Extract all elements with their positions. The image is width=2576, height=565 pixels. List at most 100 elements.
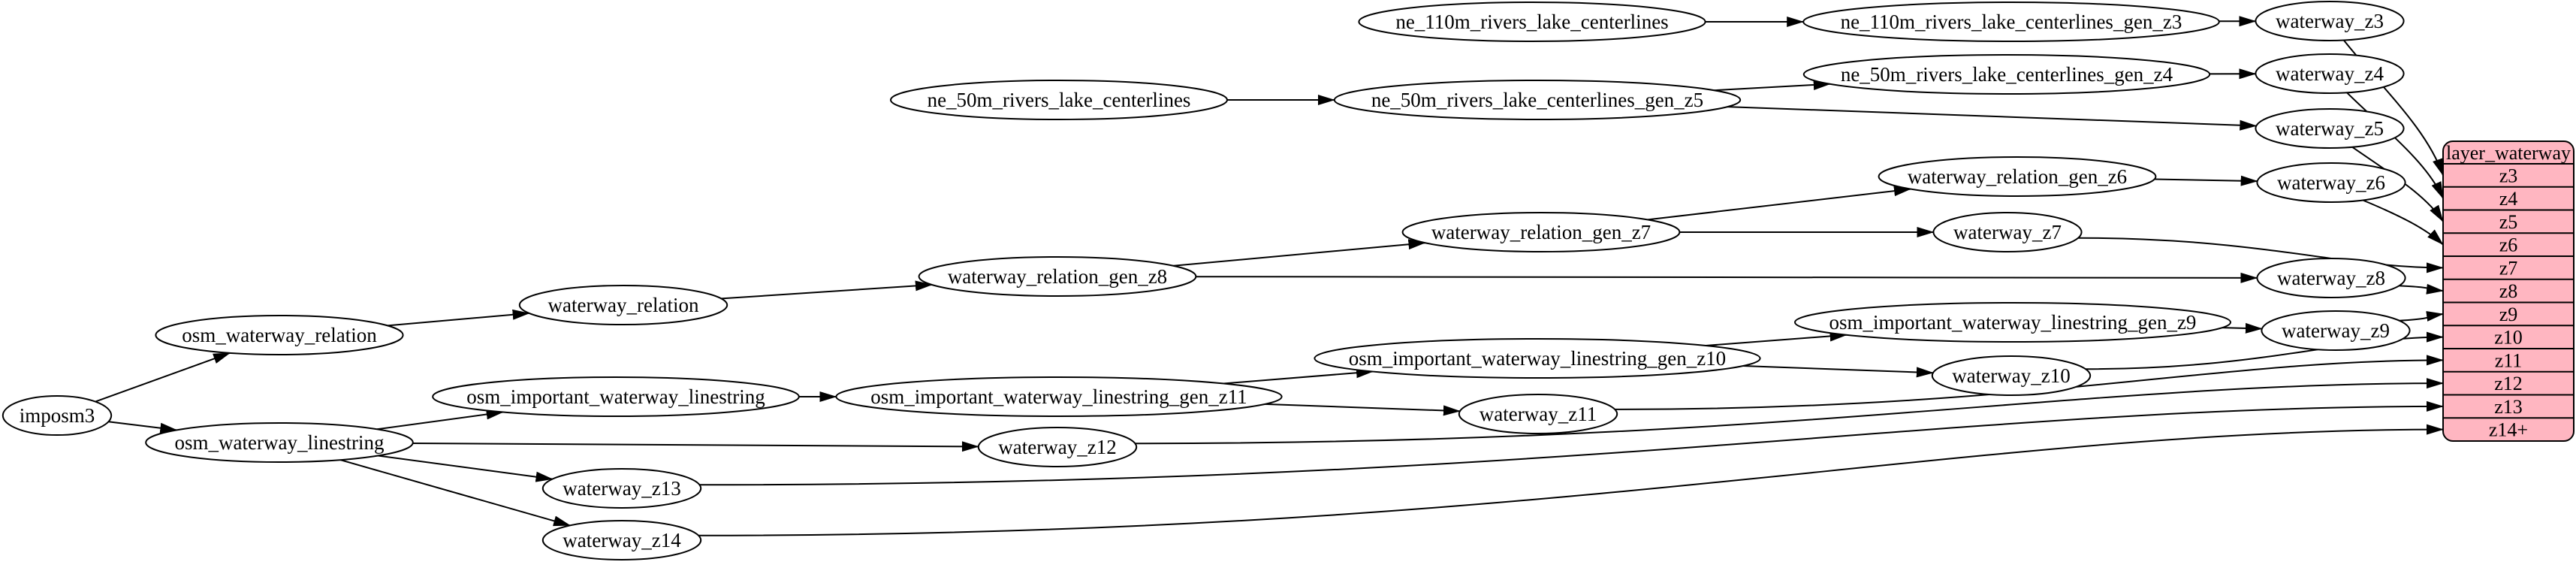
- node-osm_waterway_relation: osm_waterway_relation: [155, 315, 404, 355]
- table-row-z5: z5: [2499, 211, 2518, 233]
- node-label: waterway_z8: [2277, 267, 2385, 289]
- node-ellipse: [145, 422, 414, 463]
- node-ellipse: [1794, 302, 2231, 343]
- node-label: waterway_z12: [998, 436, 1116, 458]
- node-ellipse: [541, 520, 702, 560]
- table-row-z14+: z14+: [2489, 419, 2528, 441]
- node-waterway_relation_gen_z6: waterway_relation_gen_z6: [1878, 156, 2157, 197]
- edge-imposm3-to-osm_waterway_relation: [95, 352, 231, 403]
- table-row-z7: z7: [2499, 257, 2518, 279]
- node-waterway_z11: waterway_z11: [1458, 394, 1618, 434]
- table-row-z12: z12: [2494, 373, 2523, 394]
- node-label: waterway_z9: [2282, 319, 2390, 342]
- edge-waterway_z6-to-z6: [2362, 199, 2444, 246]
- edge-waterway_z11-to-z11: [1615, 355, 2444, 410]
- node-ellipse: [1802, 2, 2220, 42]
- table-row-z8: z8: [2499, 280, 2518, 302]
- node-label: osm_important_waterway_linestring_gen_z9: [1829, 311, 2197, 334]
- node-ellipse: [518, 285, 728, 325]
- node-ellipse: [155, 315, 404, 355]
- node-ellipse: [2256, 258, 2406, 298]
- node-waterway_z9: waterway_z9: [2261, 310, 2411, 351]
- node-waterway_z6: waterway_z6: [2256, 162, 2406, 203]
- node-osm_important_waterway_linestring: osm_important_waterway_linestring: [432, 376, 800, 417]
- node-ellipse: [1802, 54, 2211, 95]
- node-label: waterway_z14: [563, 529, 681, 551]
- node-waterway_z10: waterway_z10: [1931, 355, 2092, 396]
- node-label: waterway_z5: [2276, 117, 2384, 140]
- node-waterway_z4: waterway_z4: [2255, 53, 2405, 94]
- node-osm_important_waterway_linestring_gen_z11: osm_important_waterway_linestring_gen_z1…: [835, 376, 1283, 417]
- table-row-z9: z9: [2499, 304, 2518, 325]
- edge-waterway_relation_gen_z6-to-waterway_z6: [2154, 175, 2258, 186]
- node-ellipse: [835, 376, 1283, 417]
- edge-osm_important_waterway_linestring_gen_z10-to-osm_important_waterway_linestring_gen_z9: [1706, 331, 1848, 346]
- node-label: osm_important_waterway_linestring: [466, 385, 765, 408]
- node-ne_50m_rivers_lake_centerlines: ne_50m_rivers_lake_centerlines: [890, 80, 1228, 120]
- node-ellipse: [2, 395, 113, 436]
- node-imposm3: imposm3: [2, 395, 113, 436]
- node-label: ne_50m_rivers_lake_centerlines: [928, 89, 1191, 111]
- node-ellipse: [1401, 212, 1681, 252]
- node-label: waterway_z4: [2276, 62, 2384, 85]
- node-waterway_relation_gen_z8: waterway_relation_gen_z8: [918, 256, 1197, 297]
- node-label: waterway_relation: [548, 294, 699, 316]
- edge-waterway_relation_gen_z8-to-waterway_relation_gen_z7: [1173, 239, 1426, 267]
- node-ne_110m_rivers_lake_centerlines_gen_z3: ne_110m_rivers_lake_centerlines_gen_z3: [1802, 2, 2220, 42]
- node-ellipse: [432, 376, 800, 417]
- edge-imposm3-to-osm_waterway_linestring: [108, 421, 178, 434]
- edge-osm_important_waterway_linestring_gen_z11-to-osm_important_waterway_linestring_gen_z10: [1223, 367, 1374, 385]
- node-ne_50m_rivers_lake_centerlines_gen_z5: ne_50m_rivers_lake_centerlines_gen_z5: [1333, 80, 1742, 120]
- table-row-z11: z11: [2495, 349, 2523, 371]
- node-label: imposm3: [20, 404, 95, 427]
- node-ne_110m_rivers_lake_centerlines: ne_110m_rivers_lake_centerlines: [1358, 2, 1706, 42]
- table-row-z3: z3: [2499, 165, 2518, 186]
- edge-waterway_z14-to-z14+: [698, 424, 2444, 536]
- node-ellipse: [541, 468, 702, 509]
- node-ellipse: [1931, 355, 2092, 396]
- node-waterway_z3: waterway_z3: [2255, 1, 2405, 41]
- table-layer-waterway: layer_waterwayz3z4z5z6z7z8z9z10z11z12z13…: [2442, 140, 2574, 442]
- node-label: osm_waterway_linestring: [175, 431, 385, 454]
- node-waterway_z8: waterway_z8: [2256, 258, 2406, 298]
- node-label: osm_waterway_relation: [182, 324, 377, 346]
- diagram-edges: [95, 16, 2444, 536]
- table-row-z13: z13: [2494, 396, 2523, 418]
- node-waterway_z12: waterway_z12: [977, 427, 1138, 467]
- edge-waterway_z8-to-z8: [2399, 283, 2444, 295]
- table-title: layer_waterway: [2446, 142, 2571, 164]
- node-ellipse: [918, 256, 1197, 297]
- node-label: ne_110m_rivers_lake_centerlines_gen_z3: [1841, 11, 2182, 33]
- node-label: ne_110m_rivers_lake_centerlines: [1395, 11, 1668, 33]
- node-osm_important_waterway_linestring_gen_z10: osm_important_waterway_linestring_gen_z1…: [1314, 338, 1761, 379]
- node-label: ne_50m_rivers_lake_centerlines_gen_z4: [1841, 63, 2173, 86]
- node-label: waterway_relation_gen_z7: [1431, 221, 1651, 243]
- edge-ne_50m_rivers_lake_centerlines_gen_z5-to-waterway_z5: [1727, 106, 2258, 131]
- node-waterway_relation_gen_z7: waterway_relation_gen_z7: [1401, 212, 1681, 252]
- edge-waterway_z4-to-z4: [2346, 92, 2444, 200]
- node-label: waterway_relation_gen_z6: [1908, 165, 2127, 188]
- node-label: waterway_z7: [1953, 221, 2062, 243]
- node-ellipse: [890, 80, 1228, 120]
- edge-waterway_relation-to-waterway_relation_gen_z8: [721, 280, 933, 300]
- node-waterway_z14: waterway_z14: [541, 520, 702, 560]
- edge-waterway_z12-to-z12: [1135, 378, 2444, 445]
- node-ellipse: [2255, 108, 2405, 149]
- node-osm_waterway_linestring: osm_waterway_linestring: [145, 422, 414, 463]
- table-row-z10: z10: [2494, 327, 2523, 349]
- node-label: waterway_z10: [1952, 364, 2070, 387]
- edge-osm_waterway_linestring-to-waterway_z13: [378, 455, 554, 482]
- node-ellipse: [977, 427, 1138, 467]
- node-ellipse: [2255, 1, 2405, 41]
- node-label: osm_important_waterway_linestring_gen_z1…: [1349, 347, 1726, 370]
- node-label: waterway_z6: [2277, 171, 2385, 194]
- node-ellipse: [2261, 310, 2411, 351]
- diagram-nodes: imposm3 osm_waterway_relation osm_waterway…: [2, 1, 2411, 560]
- edge-osm_important_waterway_linestring_gen_z10-to-waterway_z10: [1742, 365, 1934, 378]
- edge-waterway_relation_gen_z7-to-waterway_relation_gen_z6: [1647, 186, 1911, 221]
- edge-ne_50m_rivers_lake_centerlines_gen_z5-to-ne_50m_rivers_lake_centerlines_gen_z4: [1714, 80, 1831, 92]
- edge-waterway_z9-to-z9: [2399, 311, 2444, 322]
- node-ellipse: [2255, 53, 2405, 94]
- edge-waterway_z7-to-z7: [2078, 237, 2444, 273]
- edge-osm_waterway_linestring-to-osm_important_waterway_linestring: [376, 409, 504, 431]
